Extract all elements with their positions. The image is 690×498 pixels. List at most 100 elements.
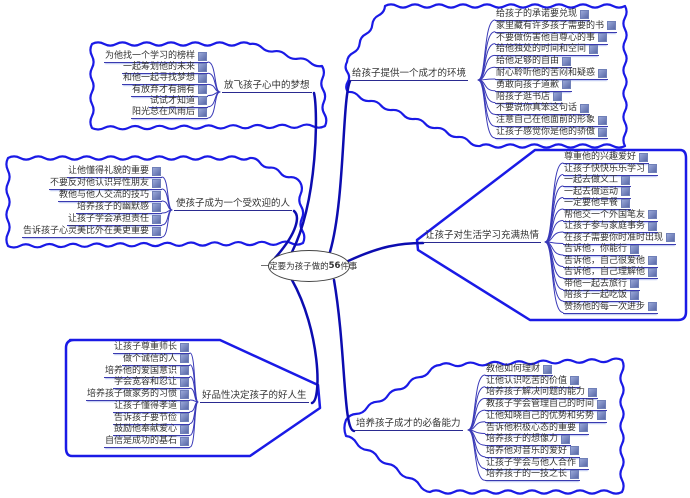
branch-item[interactable]: 让孩子快快乐乐学习 (563, 164, 659, 176)
note-icon[interactable] (648, 221, 658, 231)
note-icon[interactable] (648, 302, 658, 311)
note-icon[interactable] (562, 80, 572, 90)
note-icon[interactable] (580, 103, 590, 113)
note-icon[interactable] (639, 152, 649, 162)
branch-item[interactable]: 一起去做运动 (563, 187, 632, 199)
branch-item[interactable]: 一起筹划他的未来 (121, 62, 208, 75)
branch-item[interactable]: 让孩子参与家庭事务 (563, 221, 659, 233)
note-icon[interactable] (648, 256, 658, 265)
branch-item[interactable]: 让孩子感觉你是他的骄傲 (495, 127, 609, 139)
note-icon[interactable] (570, 469, 580, 479)
branch-item[interactable]: 帮他交一个外国笔友 (563, 210, 659, 222)
branch-item[interactable]: 陪孩子一起吃饭 (563, 290, 641, 302)
branch-item[interactable]: 鼓励他奉献爱心 (112, 424, 190, 437)
branch-item[interactable]: 赞扬他的每一次进步 (563, 302, 659, 314)
note-icon[interactable] (570, 446, 580, 456)
branch-item[interactable]: 告诉他积极心态的重要 (485, 423, 590, 435)
note-icon[interactable] (152, 214, 161, 224)
note-icon[interactable] (180, 354, 189, 364)
note-icon[interactable] (198, 51, 207, 61)
note-icon[interactable] (648, 267, 658, 277)
note-icon[interactable] (607, 21, 617, 31)
note-icon[interactable] (630, 244, 640, 254)
branch-item[interactable]: 告诉孩子心灵美比外在美更重要 (21, 226, 162, 238)
branch-item[interactable]: 做个诚信的人 (121, 354, 190, 366)
branch-item[interactable]: 家里藏有许多孩子需要的书 (495, 21, 618, 33)
branch-title-passion[interactable]: 让孩子对生活学习充满热情 (423, 230, 542, 243)
branch-item[interactable]: 注意自己在他面前的形象 (495, 115, 609, 128)
note-icon[interactable] (152, 190, 161, 200)
note-icon[interactable] (597, 399, 607, 409)
note-icon[interactable] (198, 85, 207, 95)
note-icon[interactable] (152, 166, 161, 176)
note-icon[interactable] (198, 73, 207, 83)
note-icon[interactable] (648, 164, 658, 173)
branch-item[interactable]: 培养孩子做家务的习惯 (85, 389, 190, 401)
branch-item[interactable]: 告诉他，自己理解他 (563, 267, 659, 279)
branch-item[interactable]: 学会宽容和忍让 (112, 377, 190, 390)
branch-item[interactable]: 培养孩子的幽默感 (75, 202, 162, 214)
note-icon[interactable] (598, 68, 608, 78)
branch-item[interactable]: 有放弃才有拥有 (130, 85, 208, 97)
note-icon[interactable] (553, 92, 563, 102)
branch-item[interactable]: 培养孩子的想像力 (485, 434, 572, 447)
branch-title-character[interactable]: 好品性决定孩子的好人生 (200, 390, 309, 403)
note-icon[interactable] (562, 56, 572, 66)
note-icon[interactable] (180, 366, 189, 375)
note-icon[interactable] (630, 279, 640, 288)
note-icon[interactable] (198, 96, 207, 106)
branch-title-abilities[interactable]: 培养孩子成才的必备能力 (354, 418, 463, 431)
branch-item[interactable]: 在孩子需要你时准时出现 (563, 233, 677, 245)
branch-item[interactable]: 告诉他，你能行 (563, 244, 641, 256)
branch-item[interactable]: 教他如何理财 (485, 364, 554, 376)
branch-item[interactable]: 培养他的爱国意识 (103, 366, 190, 378)
branch-item[interactable]: 试试才知道 (148, 96, 208, 108)
note-icon[interactable] (630, 290, 640, 300)
note-icon[interactable] (621, 187, 631, 196)
branch-item[interactable]: 给他独处的时间和空间 (495, 44, 600, 57)
note-icon[interactable] (543, 364, 553, 374)
note-icon[interactable] (579, 423, 589, 432)
note-icon[interactable] (598, 127, 608, 137)
branch-item[interactable]: 尊重他的兴趣爱好 (563, 152, 650, 164)
branch-item[interactable]: 阳光总在风雨后 (130, 107, 208, 119)
note-icon[interactable] (180, 389, 189, 399)
note-icon[interactable] (598, 33, 608, 43)
note-icon[interactable] (180, 342, 189, 352)
note-icon[interactable] (648, 210, 658, 219)
branch-item[interactable]: 让孩子学会承担责任 (66, 214, 162, 226)
branch-item[interactable]: 不要反对他认识异性朋友 (48, 178, 162, 190)
branch-item[interactable]: 一定要他早餐 (563, 198, 632, 210)
branch-item[interactable]: 让孩子学会与他人合作 (485, 458, 590, 470)
branch-item[interactable]: 一起去做义工 (563, 175, 632, 187)
branch-item[interactable]: 给孩子的承诺要兑现 (495, 9, 591, 21)
note-icon[interactable] (180, 377, 189, 387)
branch-title-dreams[interactable]: 放飞孩子心中的梦想 (222, 80, 312, 93)
branch-item[interactable]: 勇敢向孩子道歉 (495, 80, 573, 92)
branch-item[interactable]: 让他懂得礼貌的重要 (66, 166, 162, 178)
branch-item[interactable]: 为他找一个学习的榜样 (103, 51, 208, 63)
note-icon[interactable] (598, 115, 608, 125)
note-icon[interactable] (621, 198, 631, 208)
branch-item[interactable]: 耐心聆听他的苦闷和疑惑 (495, 68, 609, 80)
branch-item[interactable]: 培养孩子的一技之长 (485, 469, 581, 482)
branch-item[interactable]: 和他一起寻找梦想 (121, 73, 208, 86)
note-icon[interactable] (152, 178, 161, 188)
branch-item[interactable]: 不要说你真笨这句话 (495, 103, 591, 116)
note-icon[interactable] (579, 458, 589, 468)
note-icon[interactable] (597, 411, 607, 421)
branch-item[interactable]: 培养孩子解决问题的能力 (485, 387, 599, 400)
note-icon[interactable] (198, 107, 207, 117)
branch-item[interactable]: 教孩子学会管理自己的时间 (485, 399, 608, 412)
branch-item[interactable]: 告诉孩子要节俭 (112, 413, 190, 425)
note-icon[interactable] (589, 44, 599, 54)
branch-item[interactable]: 让他认识吃苦的价值 (485, 376, 581, 388)
note-icon[interactable] (152, 202, 161, 212)
note-icon[interactable] (666, 233, 676, 242)
note-icon[interactable] (621, 175, 631, 185)
note-icon[interactable] (180, 436, 189, 446)
note-icon[interactable] (588, 387, 598, 397)
branch-item[interactable]: 教他与他人交流的技巧 (57, 190, 162, 202)
branch-item[interactable]: 陪孩子逛书店 (495, 92, 564, 104)
